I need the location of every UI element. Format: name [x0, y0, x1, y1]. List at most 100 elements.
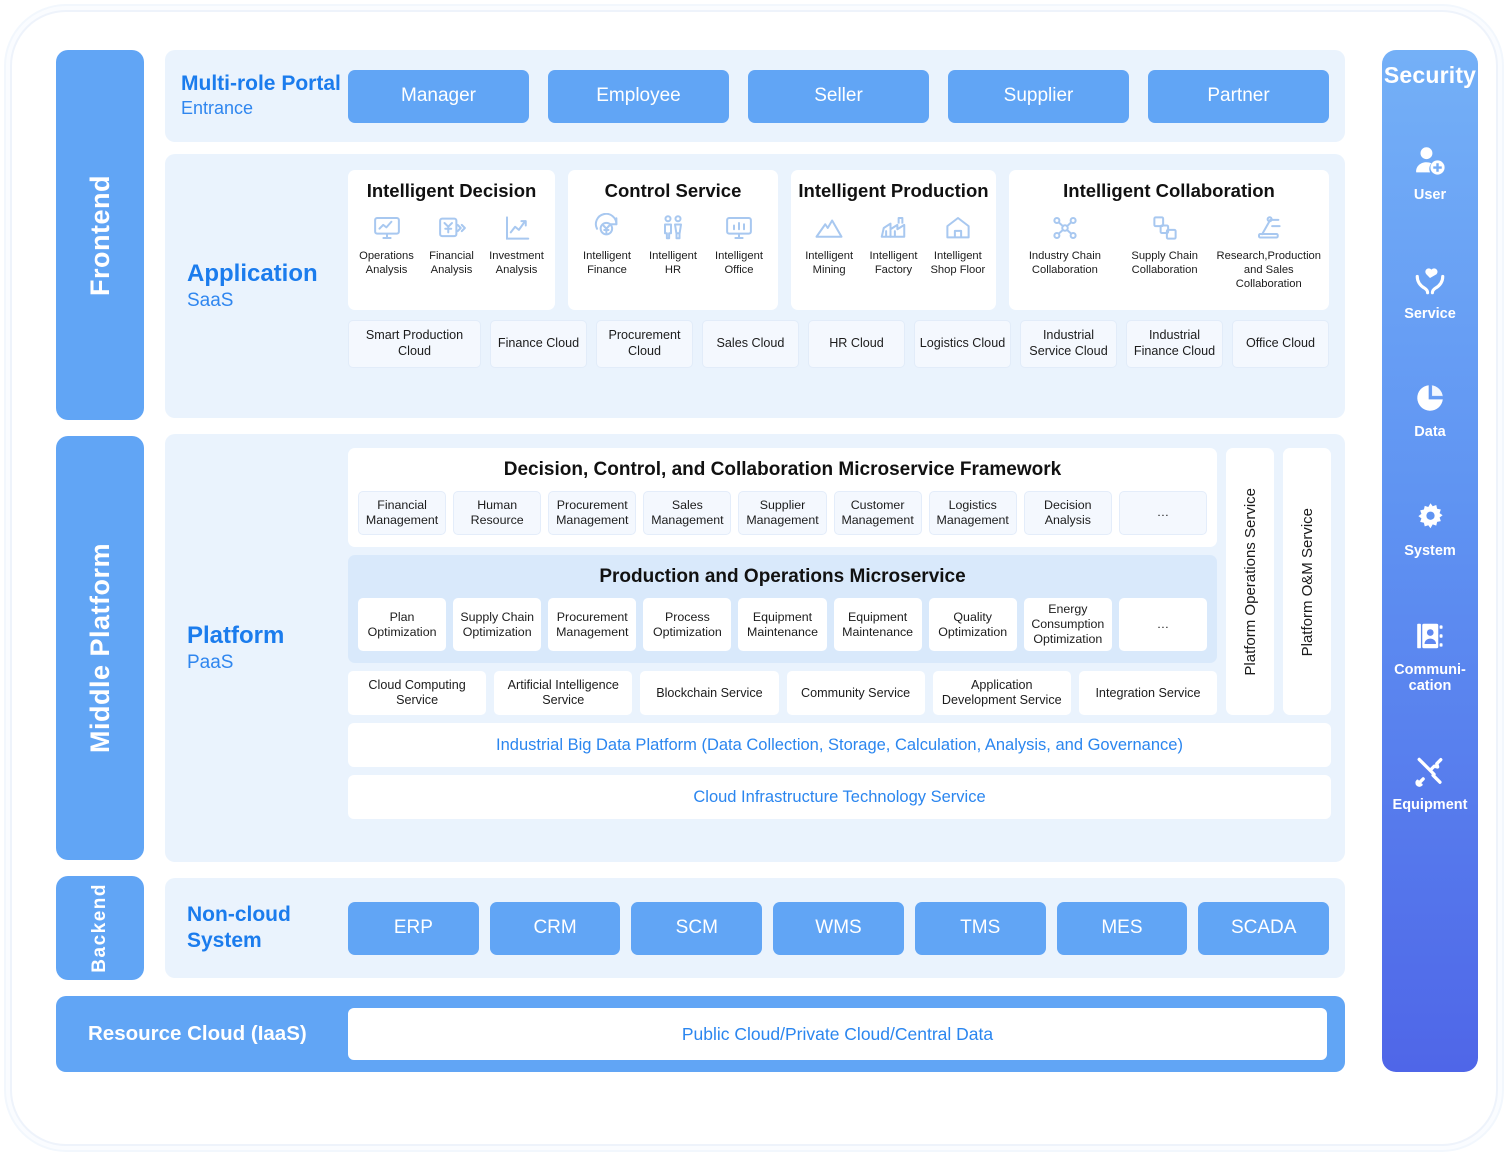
security-item-service[interactable]: Service: [1404, 260, 1456, 323]
app-item-label: Industry Chain Collaboration: [1028, 250, 1101, 276]
portal-role-buttons: Manager Employee Seller Supplier Partner: [348, 69, 1345, 123]
ms-chip-supplier-management[interactable]: Supplier Management: [738, 491, 827, 535]
ms-chip-financial-management[interactable]: Financial Management: [358, 491, 447, 535]
app-item-label: Investment Analysis: [489, 250, 544, 276]
application-saas-section: Application SaaS Intelligent Decision: [165, 154, 1345, 418]
app-item-intelligent-factory[interactable]: Intelligent Factory: [861, 211, 925, 302]
cloud-chip-finance[interactable]: Finance Cloud: [490, 320, 587, 368]
platform-label: Platform PaaS: [165, 434, 348, 862]
portal-role-manager[interactable]: Manager: [348, 69, 529, 123]
system-button-scada[interactable]: SCADA: [1198, 901, 1330, 955]
ops-chip-process-optimization[interactable]: Process Optimization: [643, 598, 732, 652]
system-button-tms[interactable]: TMS: [914, 901, 1046, 955]
industrial-big-data-platform-bar[interactable]: Industrial Big Data Platform (Data Colle…: [348, 723, 1331, 768]
app-item-intelligent-finance[interactable]: Intelligent Finance: [574, 211, 640, 302]
platform-paas-section: Platform PaaS Decision, Control, and Col…: [165, 434, 1345, 862]
network-nodes-icon: [1050, 211, 1080, 245]
system-button-mes[interactable]: MES: [1056, 901, 1188, 955]
ops-chip-quality-optimization[interactable]: Quality Optimization: [928, 598, 1017, 652]
ms-chip-human-resource[interactable]: Human Resource: [453, 491, 542, 535]
svc-chip-community[interactable]: Community Service: [786, 671, 925, 716]
ms-chip-customer-management[interactable]: Customer Management: [833, 491, 922, 535]
ops-chip-supply-chain-optimization[interactable]: Supply Chain Optimization: [453, 598, 542, 652]
platform-operations-service-label: Platform Operations Service: [1241, 487, 1259, 676]
microservice-framework-box: Decision, Control, and Collaboration Mic…: [348, 448, 1217, 547]
security-item-communication[interactable]: Communi-cation: [1382, 616, 1478, 695]
resource-cloud-iaas-section: Resource Cloud (IaaS) Public Cloud/Priva…: [56, 996, 1345, 1072]
ms-chip-sales-management[interactable]: Sales Management: [643, 491, 732, 535]
security-item-equipment[interactable]: Equipment: [1392, 751, 1468, 814]
security-item-system[interactable]: System: [1404, 497, 1456, 560]
app-item-intelligent-shop-floor[interactable]: Intelligent Shop Floor: [926, 211, 990, 302]
system-button-erp[interactable]: ERP: [348, 901, 479, 955]
robot-arm-icon: [1254, 211, 1284, 245]
svc-chip-blockchain[interactable]: Blockchain Service: [640, 671, 779, 716]
app-card-title: Control Service: [604, 180, 742, 201]
ops-chip-more[interactable]: …: [1118, 598, 1207, 652]
ops-chip-plan-optimization[interactable]: Plan Optimization: [358, 598, 447, 652]
app-item-supply-chain-collaboration[interactable]: Supply Chain Collaboration: [1115, 211, 1215, 302]
app-card-intelligent-collaboration[interactable]: Intelligent Collaboration: [1009, 170, 1329, 310]
app-item-financial-analysis[interactable]: Financial Analysis: [419, 211, 484, 302]
svc-chip-application-development[interactable]: Application Development Service: [932, 671, 1071, 716]
security-item-label: Equipment: [1392, 797, 1468, 814]
security-items: User Service: [1382, 141, 1478, 814]
app-card-intelligent-production[interactable]: Intelligent Production Intelligent Minin…: [791, 170, 996, 310]
portal-role-employee[interactable]: Employee: [548, 69, 729, 123]
platform-main-column: Decision, Control, and Collaboration Mic…: [348, 448, 1331, 848]
svc-chip-cloud-computing[interactable]: Cloud Computing Service: [348, 671, 487, 716]
app-item-research-production-sales-collaboration[interactable]: Research,Production and Sales Collaborat…: [1215, 211, 1323, 302]
platform-operations-service-column[interactable]: Platform Operations Service: [1226, 448, 1274, 716]
security-item-user[interactable]: User: [1413, 141, 1447, 204]
portal-subtitle: Entrance: [181, 98, 254, 119]
ms-chip-procurement-management[interactable]: Procurement Management: [548, 491, 637, 535]
app-item-operations-analysis[interactable]: Operations Analysis: [354, 211, 419, 302]
ops-chip-equipment-maintenance-1[interactable]: Equipment Maintenance: [738, 598, 827, 652]
ops-chip-equipment-maintenance-2[interactable]: Equipment Maintenance: [833, 598, 922, 652]
resource-cloud-bar[interactable]: Public Cloud/Private Cloud/Central Data: [348, 1008, 1327, 1060]
ms-chip-logistics-management[interactable]: Logistics Management: [928, 491, 1017, 535]
cloud-infrastructure-technology-service-bar[interactable]: Cloud Infrastructure Technology Service: [348, 775, 1331, 820]
tools-icon: [1413, 751, 1446, 791]
svc-chip-artificial-intelligence[interactable]: Artificial Intelligence Service: [494, 671, 633, 716]
ops-chip-energy-consumption-optimization[interactable]: Energy Consumption Optimization: [1023, 598, 1112, 652]
cloud-chip-industrial-finance[interactable]: Industrial Finance Cloud: [1126, 320, 1223, 368]
line-chart-icon: [502, 211, 532, 245]
ms-chip-decision-analysis[interactable]: Decision Analysis: [1023, 491, 1112, 535]
app-item-intelligent-office[interactable]: Intelligent Office: [706, 211, 772, 302]
platform-om-service-column[interactable]: Platform O&M Service: [1283, 448, 1331, 716]
non-cloud-system-buttons: ERP CRM SCM WMS TMS MES SCADA: [348, 901, 1345, 955]
system-button-crm[interactable]: CRM: [489, 901, 621, 955]
portal-role-seller[interactable]: Seller: [748, 69, 929, 123]
system-button-wms[interactable]: WMS: [773, 901, 904, 955]
contact-book-icon: [1414, 616, 1446, 656]
app-item-investment-analysis[interactable]: Investment Analysis: [484, 211, 549, 302]
ops-chip-procurement-management[interactable]: Procurement Management: [548, 598, 637, 652]
app-item-label: Intelligent Factory: [869, 250, 918, 276]
app-item-industry-chain-collaboration[interactable]: Industry Chain Collaboration: [1015, 211, 1115, 302]
cloud-chip-industrial-service[interactable]: Industrial Service Cloud: [1020, 320, 1117, 368]
application-cards: Intelligent Decision Operations Analysis: [348, 170, 1329, 310]
portal-role-partner[interactable]: Partner: [1148, 69, 1329, 123]
security-title: Security: [1383, 62, 1477, 88]
app-card-intelligent-decision[interactable]: Intelligent Decision Operations Analysis: [348, 170, 555, 310]
security-item-data[interactable]: Data: [1414, 378, 1446, 441]
cloud-chip-office[interactable]: Office Cloud: [1232, 320, 1329, 368]
ms-chip-more[interactable]: …: [1118, 491, 1207, 535]
two-people-icon: [658, 211, 688, 245]
app-item-intelligent-mining[interactable]: Intelligent Mining: [797, 211, 861, 302]
cloud-chip-sales[interactable]: Sales Cloud: [702, 320, 799, 368]
pie-chart-icon: [1414, 378, 1446, 418]
cloud-chip-procurement[interactable]: Procurement Cloud: [596, 320, 693, 368]
cloud-chip-hr[interactable]: HR Cloud: [808, 320, 905, 368]
rail-middle-platform: Middle Platform: [56, 436, 144, 860]
resource-cloud-title: Resource Cloud (IaaS): [88, 1022, 307, 1045]
portal-role-supplier[interactable]: Supplier: [948, 69, 1129, 123]
app-card-control-service[interactable]: Control Service Intell: [568, 170, 778, 310]
system-button-scm[interactable]: SCM: [631, 901, 763, 955]
heart-hands-icon: [1413, 260, 1447, 300]
cloud-chip-logistics[interactable]: Logistics Cloud: [914, 320, 1011, 368]
app-item-intelligent-hr[interactable]: Intelligent HR: [640, 211, 706, 302]
svc-chip-integration[interactable]: Integration Service: [1078, 671, 1218, 716]
cloud-chip-smart-production[interactable]: Smart Production Cloud: [348, 320, 481, 368]
